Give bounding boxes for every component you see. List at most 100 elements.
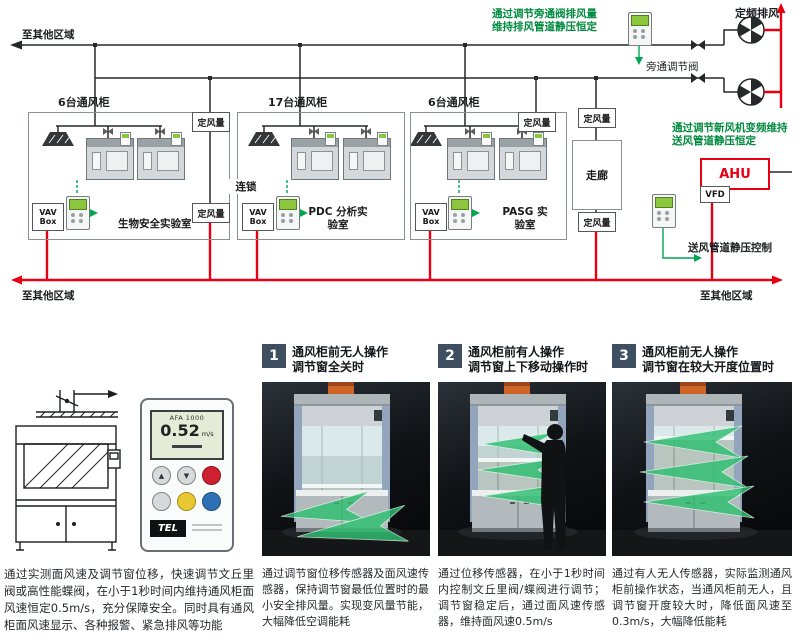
scenario-3-badge: 3 — [612, 344, 636, 368]
scenario-2-photo — [438, 382, 606, 556]
mute-button — [202, 466, 221, 485]
logo-fine-print-bar — [192, 524, 222, 526]
down-arrow-button: ▼ — [177, 466, 196, 485]
hood-sash — [363, 151, 385, 171]
fume-hood-icon — [86, 132, 134, 180]
brand-logo: TEL — [150, 520, 186, 537]
controller-keys — [449, 210, 471, 226]
duct-junction-nodes — [10, 40, 598, 80]
scenario-1-description: 通过调节窗位移传感器及面风速传感器，保持调节窗最低位置时的最小安全排风量。实现变… — [262, 567, 429, 628]
test-button — [177, 492, 196, 511]
supply-control-label: 送风管道静压控制 — [688, 242, 772, 254]
vav-box: VAV Box — [415, 203, 447, 231]
scenario-2-description: 通过位移传感器，在小于1秒时间内控制文丘里阀/蝶阀进行调节；调节窗稳定后，通过面… — [438, 567, 605, 628]
logo-fine-print-bar — [192, 529, 222, 531]
hood-monitor-icon — [325, 132, 336, 146]
exhaust-note-line1: 通过调节旁通阀排风量 — [492, 8, 597, 20]
hood-top — [500, 139, 546, 147]
diffuser-hatch-lines — [48, 134, 440, 144]
exhaust-note-line2: 维持排风管道静压恒定 — [492, 21, 597, 33]
cav-box: 定风量 — [192, 112, 230, 132]
controller-icon — [652, 194, 676, 228]
hood-top — [138, 139, 184, 147]
hood-monitor-icon — [120, 132, 131, 146]
supply-note: 通过调节新风机变频维持 送风管道静压恒定 — [672, 122, 788, 148]
fume-hood-icon — [137, 132, 185, 180]
region-label-top-left: 至其他区域 — [22, 29, 75, 41]
controller-screen — [69, 199, 87, 210]
supply-note-line1: 通过调节新风机变频维持 — [672, 122, 788, 134]
room3-hood-count: 6台通风柜 — [428, 96, 480, 109]
controller-screen — [655, 197, 673, 208]
controller-screen — [631, 15, 649, 26]
scenario-3-title: 通风柜前无人操作 调节窗在较大开度位置时 — [642, 345, 774, 375]
region-label-bottom-right: 至其他区域 — [700, 290, 753, 302]
supply-note-line2: 送风管道静压恒定 — [672, 135, 756, 147]
room-pdc-lab — [237, 112, 405, 240]
ahu-label: AHU — [719, 166, 751, 182]
device-unit: m/s — [201, 430, 214, 438]
cav-box: 定风量 — [578, 108, 616, 128]
hood-top — [448, 139, 494, 147]
hood-sash — [519, 151, 541, 171]
corridor-label: 走廊 — [586, 169, 608, 182]
scenario-1-photo — [262, 382, 430, 556]
vav-box: VAV Box — [242, 203, 274, 231]
sash-closed — [302, 426, 382, 486]
hood-monitor-icon — [377, 132, 388, 146]
region-label-bottom-left: 至其他区域 — [22, 290, 75, 302]
controller-screen — [451, 199, 469, 210]
exhaust-fan-label: 定频排风 — [735, 7, 779, 20]
hvac-schematic — [10, 3, 792, 285]
fume-hood-line-drawing — [15, 390, 121, 551]
vav-box: VAV Box — [32, 203, 64, 231]
room-bio-safety-lab — [28, 112, 230, 240]
exhaust-note: 通过调节旁通阀排风量 维持排风管道静压恒定 — [492, 8, 597, 34]
scenario-3-photo — [612, 382, 792, 556]
scenario-3-title-line1: 通风柜前无人操作 — [642, 345, 739, 359]
room1-name: 生物安全实验室 — [118, 218, 192, 230]
hood-top — [87, 139, 133, 147]
controller-keys — [67, 210, 89, 226]
cav-box: 定风量 — [518, 112, 556, 132]
hood-controller — [550, 410, 559, 421]
scenario-3-description: 通过有人无人传感器，实际监测通风柜前操作状态，当通风柜前无人，且调节窗开度较大时… — [612, 567, 792, 628]
interlock-label: 连锁 — [228, 179, 264, 194]
fan-blades — [737, 16, 763, 106]
cav-box: 定风量 — [192, 203, 230, 223]
fume-hood-icon — [447, 132, 495, 180]
controller-icon — [66, 196, 90, 230]
hood-monitor-icon — [171, 132, 182, 146]
vfd-box: VFD — [700, 186, 730, 203]
hood-monitor-icon — [481, 132, 492, 146]
scenario-2-title-line2: 调节窗上下移动操作时 — [468, 360, 589, 374]
device-screen-bar — [172, 445, 202, 448]
exhaust-duct-lines — [22, 29, 792, 212]
hood-slit — [349, 152, 358, 170]
exhaust-fan-icons — [737, 16, 765, 106]
scenario-1-badge: 1 — [262, 344, 286, 368]
controller-keys — [629, 26, 651, 42]
control-signal-lines — [76, 46, 694, 259]
scenario-2-illustration — [438, 382, 606, 556]
main-damper-icons — [691, 40, 705, 83]
scenario-3-title-line2: 调节窗在较大开度位置时 — [642, 360, 775, 374]
menu-button — [202, 492, 221, 511]
scenario-1-title-line2: 调节窗全关时 — [292, 360, 365, 374]
room-pasg-lab — [410, 112, 567, 240]
scenario-2-badge: 2 — [438, 344, 462, 368]
hood-monitor-icon — [533, 132, 544, 146]
supply-duct-arrows — [11, 3, 786, 285]
fume-hood-icon — [291, 132, 339, 180]
hood-sash — [467, 151, 489, 171]
vfd-label: VFD — [705, 189, 725, 200]
down-arrow-icon: ▼ — [183, 471, 190, 480]
hood-controller — [726, 410, 735, 421]
hood-slit — [143, 152, 152, 170]
hood-slit — [92, 152, 101, 170]
hood-slit — [505, 152, 514, 170]
controller-keys — [277, 210, 299, 226]
